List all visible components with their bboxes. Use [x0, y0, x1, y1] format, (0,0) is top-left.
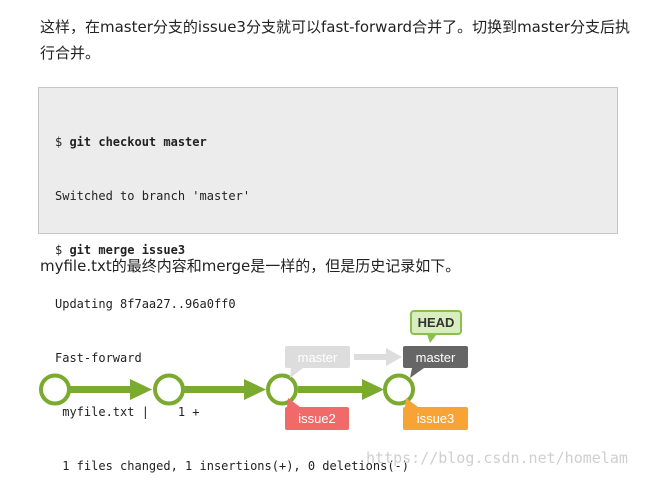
commit-node-1 — [39, 373, 71, 406]
master-old-label: master — [285, 346, 350, 378]
article-paragraph-1: 这样，在master分支的issue3分支就可以fast-forward合并了。… — [40, 18, 630, 62]
git-history-diagram: master master HEAD issue2 issue3 — [39, 310, 468, 430]
code-line-2: Switched to branch 'master' — [55, 189, 251, 203]
head-text: HEAD — [418, 315, 455, 330]
issue3-text: issue3 — [417, 411, 455, 426]
code-line-4: Updating 8f7aa27..96a0ff0 — [55, 297, 236, 311]
master-new-label: master — [403, 346, 468, 378]
code-line-5: Fast-forward — [55, 351, 142, 365]
code-block: $ git checkout master Switched to branch… — [38, 87, 618, 473]
code-line-6: myfile.txt | 1 + — [55, 405, 200, 419]
code-line-3: $ git merge issue3 — [55, 241, 601, 259]
commit-node-3 — [266, 373, 298, 406]
head-label: HEAD — [410, 310, 462, 343]
code-text: git checkout master — [69, 135, 207, 149]
master-move-arrow — [354, 348, 402, 366]
commit-node-2 — [153, 373, 185, 406]
shell-prompt: $ — [55, 135, 70, 149]
commit-node-4 — [383, 373, 415, 406]
master-new-text: master — [416, 350, 456, 365]
code-text: git merge issue3 — [69, 243, 186, 257]
issue2-label: issue2 — [285, 398, 349, 430]
article-paragraph-2: myfile.txt的最终内容和merge是一样的，但是历史记录如下。 — [40, 257, 461, 275]
master-old-text: master — [298, 350, 338, 365]
watermark: https://blog.csdn.net/homelam — [366, 449, 628, 467]
code-line-7: 1 files changed, 1 insertions(+), 0 dele… — [55, 459, 410, 473]
issue2-text: issue2 — [298, 411, 336, 426]
code-line-1: $ git checkout master — [55, 133, 601, 151]
commit-connectors — [70, 379, 384, 400]
shell-prompt: $ — [55, 243, 70, 257]
issue3-label: issue3 — [403, 398, 468, 430]
